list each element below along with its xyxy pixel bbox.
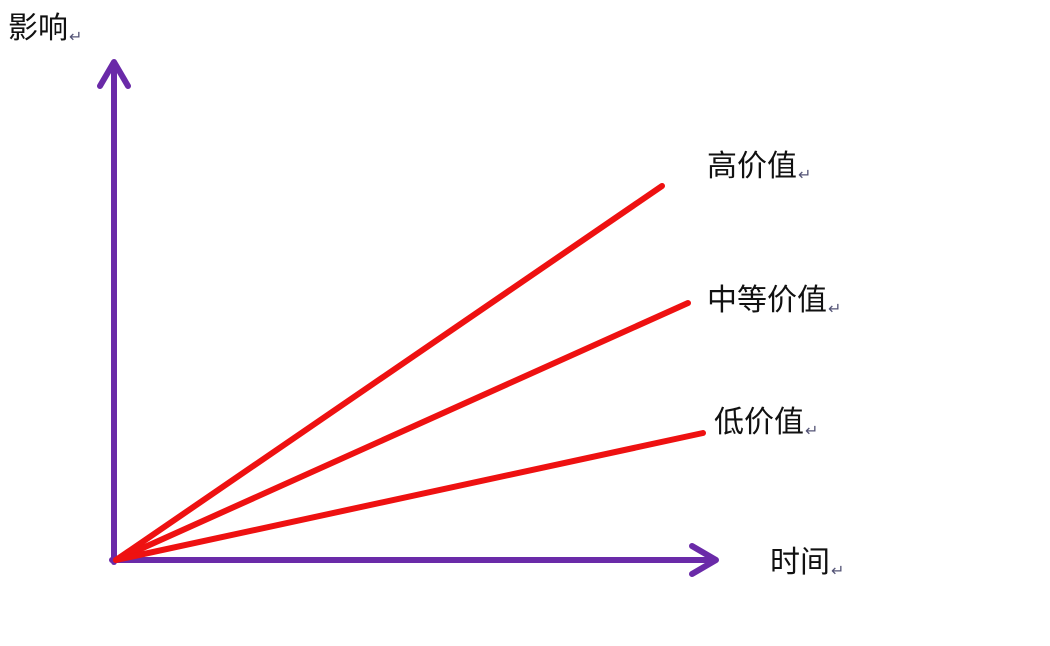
line-high-value xyxy=(113,183,665,563)
label-low-value: 低价值↵ xyxy=(714,405,819,440)
return-mark-icon: ↵ xyxy=(831,561,845,580)
x-axis-arrowhead-icon xyxy=(689,543,719,577)
return-mark-icon: ↵ xyxy=(828,299,842,318)
return-mark-icon: ↵ xyxy=(798,165,812,184)
return-mark-icon: ↵ xyxy=(805,421,819,440)
y-axis xyxy=(97,59,131,565)
y-axis-label: 影响↵ xyxy=(8,11,83,46)
label-medium-value: 中等价值↵ xyxy=(707,283,842,318)
line-medium-value xyxy=(113,300,691,563)
return-mark-icon: ↵ xyxy=(69,27,83,46)
x-axis-label: 时间↵ xyxy=(770,545,845,580)
label-high-value: 高价值↵ xyxy=(707,149,812,184)
x-axis xyxy=(109,543,719,577)
y-axis-arrowhead-icon xyxy=(97,59,131,89)
line-low-value xyxy=(113,430,706,563)
